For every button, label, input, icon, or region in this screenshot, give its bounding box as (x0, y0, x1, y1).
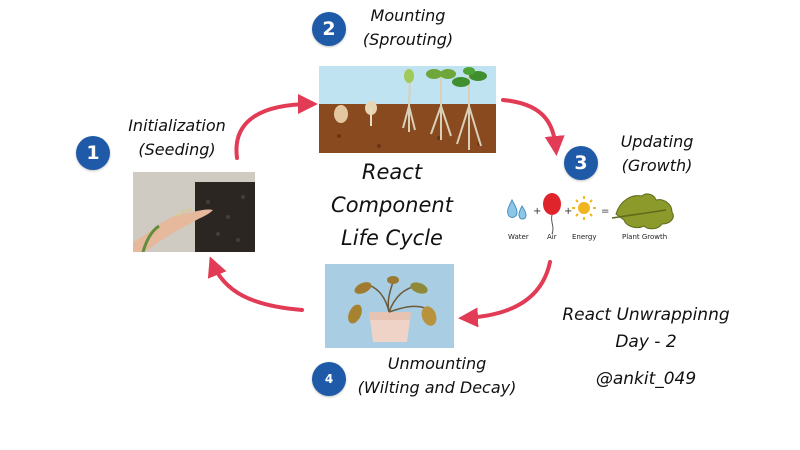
air-label: Air (547, 233, 557, 241)
stage-2-name: Mounting (370, 6, 446, 25)
arrow-unmount-to-init (207, 256, 304, 312)
svg-text:+: + (533, 206, 541, 217)
stage-3-badge: 3 (564, 146, 598, 180)
stage-4-badge: 4 (312, 362, 346, 396)
svg-text:=: = (601, 206, 609, 217)
growth-equation: + + = Water Air Energy Plant Growth (500, 190, 700, 246)
sprouting-image (319, 66, 496, 153)
plant-growth-label: Plant Growth (622, 233, 667, 241)
stage-4-detail: (Wilting and Decay) (357, 378, 517, 397)
stage-3-name: Updating (620, 132, 694, 151)
stage-2-detail: (Sprouting) (362, 30, 454, 49)
stage-1-detail: (Seeding) (138, 140, 216, 159)
stage-1-badge: 1 (76, 136, 110, 170)
title-line-2: Component (331, 193, 453, 217)
stage-1-label: Initialization (Seeding) (122, 114, 232, 162)
arrow-init-to-mount (234, 94, 318, 160)
seeding-hand-image (133, 172, 255, 252)
arrow-mount-to-update (501, 98, 565, 156)
series-day: Day - 2 (615, 332, 677, 352)
wilting-plant-image (325, 264, 454, 348)
arrow-update-to-unmount (458, 260, 552, 328)
energy-label: Energy (572, 233, 597, 241)
stage-3-label: Updating (Growth) (612, 130, 702, 178)
credit-block: React Unwrappinng Day - 2 @ankit_049 (540, 302, 752, 393)
diagram-title: React Component Life Cycle (322, 156, 462, 255)
stage-4-label: Unmounting (Wilting and Decay) (342, 352, 532, 400)
author-handle: @ankit_049 (595, 369, 697, 389)
stage-1-name: Initialization (128, 116, 226, 135)
title-line-1: React (361, 160, 423, 184)
stage-3-detail: (Growth) (621, 156, 693, 175)
water-label: Water (508, 233, 529, 241)
oak-leaf-icon (611, 193, 674, 230)
svg-text:+: + (564, 206, 572, 217)
stage-2-label: Mounting (Sprouting) (356, 4, 460, 52)
balloon-icon (543, 193, 561, 235)
stage-2-badge: 2 (312, 12, 346, 46)
sun-icon (572, 196, 596, 220)
stage-4-name: Unmounting (387, 354, 487, 373)
water-icon (507, 198, 527, 220)
series-name: React Unwrappinng (562, 305, 730, 325)
title-line-3: Life Cycle (341, 226, 443, 250)
